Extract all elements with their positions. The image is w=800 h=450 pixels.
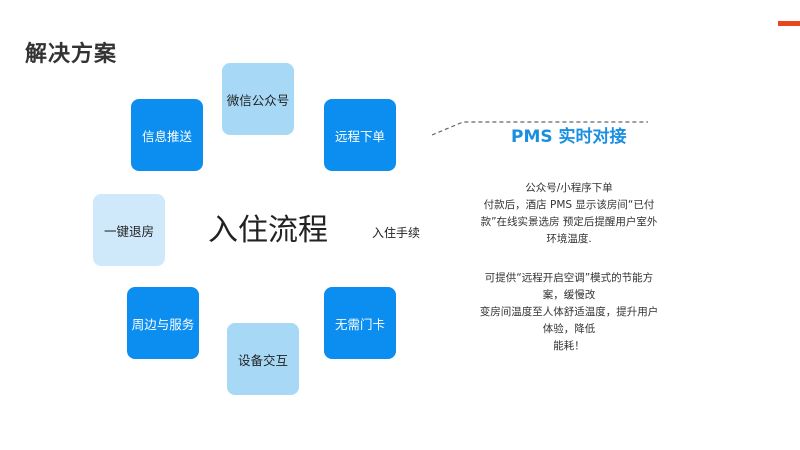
page-title: 解决方案 xyxy=(25,42,118,67)
desc1-line: 付款后，酒店 PMS 显示该房间“已付 xyxy=(483,199,655,211)
tile-device: 设备交互 xyxy=(227,323,299,395)
tile-info-push: 信息推送 xyxy=(131,99,203,171)
center-subtitle: 入住手续 xyxy=(372,226,421,240)
tile-checkout: 一键退房 xyxy=(93,194,165,266)
center-title: 入住流程 xyxy=(208,213,328,248)
tile-nearby: 周边与服务 xyxy=(127,287,199,359)
desc1-line: 环境温度. xyxy=(546,233,592,245)
pms-title: PMS 实时对接 xyxy=(511,127,627,147)
pms-description-2: 可提供“远程开启空调”模式的节能方案，缓慢改 变房间温度至人体舒适温度，提升用户… xyxy=(478,270,660,355)
corner-badge xyxy=(778,21,800,26)
desc1-line: 款”在线实景选房 预定后提醒用户室外 xyxy=(480,216,658,228)
desc2-line: 能耗！ xyxy=(553,340,585,352)
desc1-line: 公众号/小程序下单 xyxy=(525,182,613,194)
desc2-line: 可提供“远程开启空调”模式的节能方案，缓慢改 xyxy=(484,272,654,301)
tile-no-card: 无需门卡 xyxy=(324,287,396,359)
pms-description-1: 公众号/小程序下单 付款后，酒店 PMS 显示该房间“已付 款”在线实景选房 预… xyxy=(478,180,660,248)
tile-wechat: 微信公众号 xyxy=(222,63,294,135)
tile-remote-order: 远程下单 xyxy=(324,99,396,171)
desc2-line: 变房间温度至人体舒适温度，提升用户体验，降低 xyxy=(479,306,659,335)
